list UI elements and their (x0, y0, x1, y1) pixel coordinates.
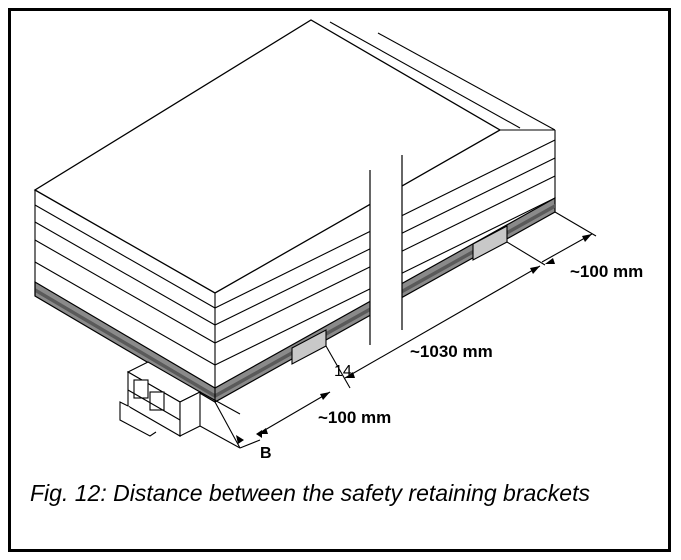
dimension-arrows (236, 234, 592, 444)
break-line (369, 155, 403, 360)
mounting-rail (119, 361, 241, 449)
retaining-bracket-back (472, 225, 508, 261)
panel-top-face (33, 19, 502, 294)
figure-caption: Fig. 12: Distance between the safety ret… (30, 480, 590, 506)
